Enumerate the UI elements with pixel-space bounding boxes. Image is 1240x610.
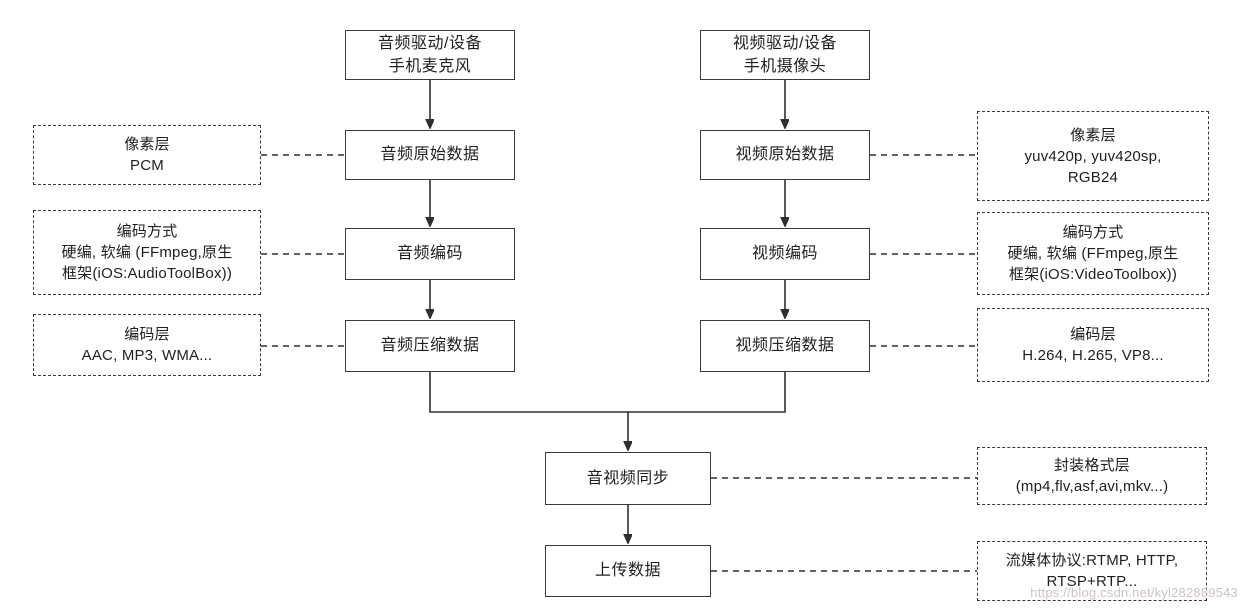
container-format-layer-annotation: 封装格式层 (mp4,flv,asf,avi,mkv...) bbox=[977, 447, 1207, 505]
audio-codec-layer-title: 编码层 bbox=[124, 326, 170, 343]
audio-raw-data-label: 音频原始数据 bbox=[380, 146, 480, 164]
upload-data-label: 上传数据 bbox=[594, 562, 661, 580]
container-format-layer-title: 封装格式层 bbox=[1053, 457, 1130, 474]
audio-driver-line1: 音频驱动/设备 bbox=[378, 34, 482, 52]
audio-encoding-method-title: 编码方式 bbox=[116, 223, 178, 240]
audio-encoding-method-annotation: 编码方式 硬编, 软编 (FFmpeg,原生 框架(iOS:AudioToolB… bbox=[33, 210, 261, 295]
video-codec-layer-annotation: 编码层 H.264, H.265, VP8... bbox=[977, 308, 1209, 382]
audio-pixel-layer-annotation: 像素层 PCM bbox=[33, 125, 261, 185]
audio-encoding-method-detail1: 硬编, 软编 (FFmpeg,原生 bbox=[61, 244, 233, 261]
video-driver-box: 视频驱动/设备 手机摄像头 bbox=[700, 30, 870, 80]
audio-encode-box: 音频编码 bbox=[345, 228, 515, 280]
av-sync-box: 音视频同步 bbox=[545, 452, 711, 505]
video-codec-layer-title: 编码层 bbox=[1070, 326, 1116, 343]
audio-codec-layer-annotation: 编码层 AAC, MP3, WMA... bbox=[33, 314, 261, 376]
video-pixel-layer-detail2: RGB24 bbox=[1067, 168, 1119, 186]
audio-compressed-data-label: 音频压缩数据 bbox=[380, 337, 480, 355]
video-pixel-layer-detail1: yuv420p, yuv420sp, bbox=[1024, 147, 1162, 165]
video-pixel-layer-title: 像素层 bbox=[1070, 126, 1116, 144]
audio-pixel-layer-title: 像素层 bbox=[124, 136, 170, 153]
streaming-protocol-title: 流媒体协议:RTMP, HTTP, bbox=[1005, 552, 1179, 569]
video-compressed-data-box: 视频压缩数据 bbox=[700, 320, 870, 372]
streaming-protocol-annotation: 流媒体协议:RTMP, HTTP, RTSP+RTP... bbox=[977, 541, 1207, 601]
streaming-protocol-detail: RTSP+RTP... bbox=[1046, 573, 1138, 590]
video-encoding-method-annotation: 编码方式 硬编, 软编 (FFmpeg,原生 框架(iOS:VideoToolb… bbox=[977, 212, 1209, 295]
audio-raw-data-box: 音频原始数据 bbox=[345, 130, 515, 180]
audio-driver-line2: 手机麦克风 bbox=[388, 58, 472, 75]
video-raw-data-box: 视频原始数据 bbox=[700, 130, 870, 180]
av-sync-label: 音视频同步 bbox=[586, 469, 670, 487]
container-format-layer-detail: (mp4,flv,asf,avi,mkv...) bbox=[1015, 478, 1169, 495]
video-encoding-method-detail1: 硬编, 软编 (FFmpeg,原生 bbox=[1007, 245, 1179, 262]
audio-compressed-data-box: 音频压缩数据 bbox=[345, 320, 515, 372]
csdn-watermark: https://blog.csdn.net/kyl282889543 bbox=[1030, 585, 1238, 600]
video-compressed-data-label: 视频压缩数据 bbox=[735, 337, 835, 355]
video-codec-layer-detail: H.264, H.265, VP8... bbox=[1022, 347, 1164, 364]
video-pixel-layer-annotation: 像素层 yuv420p, yuv420sp, RGB24 bbox=[977, 111, 1209, 201]
video-driver-line2: 手机摄像头 bbox=[743, 58, 827, 75]
audio-encode-label: 音频编码 bbox=[396, 245, 463, 263]
video-driver-line1: 视频驱动/设备 bbox=[733, 34, 837, 52]
video-encode-box: 视频编码 bbox=[700, 228, 870, 280]
audio-encoding-method-detail2: 框架(iOS:AudioToolBox)) bbox=[61, 265, 233, 282]
video-encode-label: 视频编码 bbox=[751, 245, 818, 263]
video-encoding-method-title: 编码方式 bbox=[1062, 224, 1124, 241]
audio-pixel-layer-detail: PCM bbox=[130, 157, 164, 174]
audio-driver-box: 音频驱动/设备 手机麦克风 bbox=[345, 30, 515, 80]
video-raw-data-label: 视频原始数据 bbox=[735, 146, 835, 164]
video-encoding-method-detail2: 框架(iOS:VideoToolbox)) bbox=[1008, 266, 1178, 283]
merge-junction-line bbox=[429, 372, 786, 413]
audio-codec-layer-detail: AAC, MP3, WMA... bbox=[81, 347, 213, 364]
upload-data-box: 上传数据 bbox=[545, 545, 711, 597]
